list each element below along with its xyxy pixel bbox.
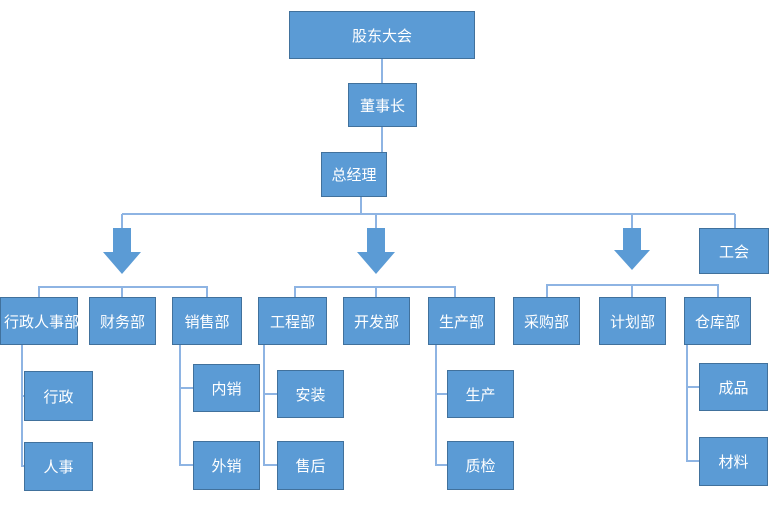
chairman-box: 董事长 xyxy=(348,83,417,127)
sub-export-sales-box: 外销 xyxy=(193,441,260,490)
dept-finance-box: 财务部 xyxy=(89,297,156,345)
dept-engineering-box: 工程部 xyxy=(258,297,327,345)
connector-tree-sales xyxy=(179,345,193,466)
arrow-down-icon xyxy=(357,228,395,274)
sub-finished-goods-box: 成品 xyxy=(699,363,768,411)
dept-planning-box: 计划部 xyxy=(599,297,666,345)
dept-warehouse-box: 仓库部 xyxy=(684,297,751,345)
connector-tree-production xyxy=(435,345,447,466)
dept-purchasing-box: 采购部 xyxy=(513,297,580,345)
connectors xyxy=(21,59,736,467)
dept-admin-hr-box: 行政人事部 xyxy=(0,297,79,345)
sub-admin-box: 行政 xyxy=(24,371,93,421)
shareholders-box: 股东大会 xyxy=(289,11,475,59)
sub-quality-check-box: 质检 xyxy=(447,441,514,490)
general-manager-box: 总经理 xyxy=(321,152,387,197)
dept-sales-box: 销售部 xyxy=(172,297,242,345)
sub-domestic-sales-box: 内销 xyxy=(193,364,260,412)
connector-tree-engineering xyxy=(263,345,277,466)
sub-installation-box: 安装 xyxy=(277,370,344,418)
dept-development-box: 开发部 xyxy=(343,297,410,345)
connector-tree-admin-hr xyxy=(21,345,24,467)
arrow-down-icon xyxy=(614,228,650,270)
arrow-down-icon xyxy=(103,228,141,274)
sub-manufacturing-box: 生产 xyxy=(447,370,514,418)
sub-hr-box: 人事 xyxy=(24,442,93,491)
dept-production-box: 生产部 xyxy=(428,297,495,345)
union-box: 工会 xyxy=(699,228,769,274)
sub-materials-box: 材料 xyxy=(699,437,768,486)
connector-tree-warehouse xyxy=(686,345,699,462)
sub-after-sales-box: 售后 xyxy=(277,441,344,490)
